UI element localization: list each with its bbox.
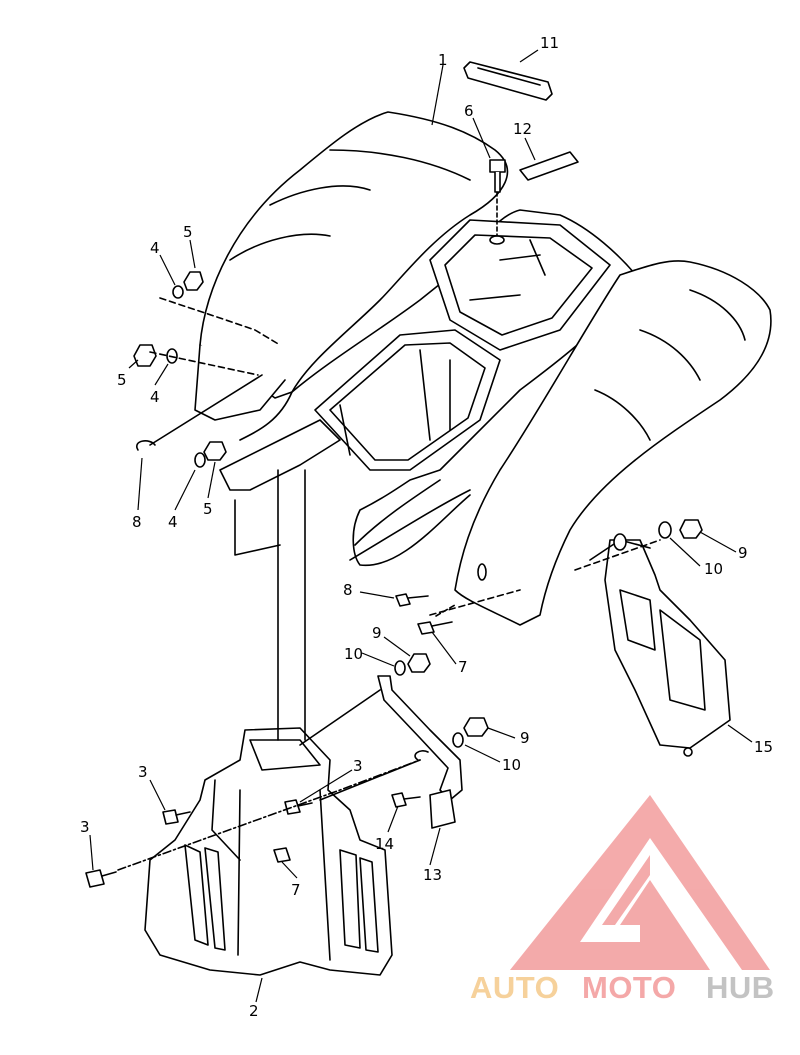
callout-10: 10 [704,560,723,578]
callout-9: 9 [738,544,748,562]
callout-5: 5 [183,223,193,241]
callout-10: 10 [502,756,521,774]
strap-part-11 [463,61,553,101]
callout-14: 14 [375,835,394,853]
callout-15: 15 [754,738,773,756]
logo-triangle-mark [510,795,770,970]
bracket-part-13 [377,675,463,829]
callout-13: 13 [423,866,442,884]
rear-fender-part-1 [194,111,772,626]
nut-washer-set-middle [394,653,489,748]
watermark-moto: MOTO [582,970,676,1005]
washer-nut-set-left [133,271,281,468]
callout-8: 8 [132,513,142,531]
callout-labels: 1 11 6 12 4 5 5 4 8 4 5 8 9 10 9 10 7 9 … [80,34,773,1020]
watermark-logo: AUTO MOTO HUB [470,795,775,1005]
callout-7: 7 [458,658,468,676]
watermark-auto: AUTO [470,970,559,1005]
side-guard-part-15 [589,539,731,757]
screws-part-3 [85,759,421,888]
callout-6: 6 [464,102,474,120]
callout-9: 9 [520,729,530,747]
callout-3: 3 [353,757,363,775]
callout-5: 5 [117,371,127,389]
callout-12: 12 [513,120,532,138]
bolt-part-6 [489,159,506,245]
callout-2: 2 [249,1002,259,1020]
callout-4: 4 [150,239,160,257]
watermark-hub: HUB [706,970,775,1005]
callout-9: 9 [372,624,382,642]
callout-3: 3 [138,763,148,781]
label-part-12 [519,151,579,181]
mud-guard-part-2 [144,727,393,976]
bolt-part-14 [391,792,421,808]
bolts-part-7-8 [395,593,456,635]
callout-1: 1 [438,51,448,69]
callout-4: 4 [168,513,178,531]
callout-4: 4 [150,388,160,406]
callout-7: 7 [291,881,301,899]
leader-lines [89,49,753,1003]
callout-8: 8 [343,581,353,599]
assembly-guide-lines [234,469,421,801]
callout-10: 10 [344,645,363,663]
callout-3: 3 [80,818,90,836]
callout-11: 11 [540,34,559,52]
callout-5: 5 [203,500,213,518]
